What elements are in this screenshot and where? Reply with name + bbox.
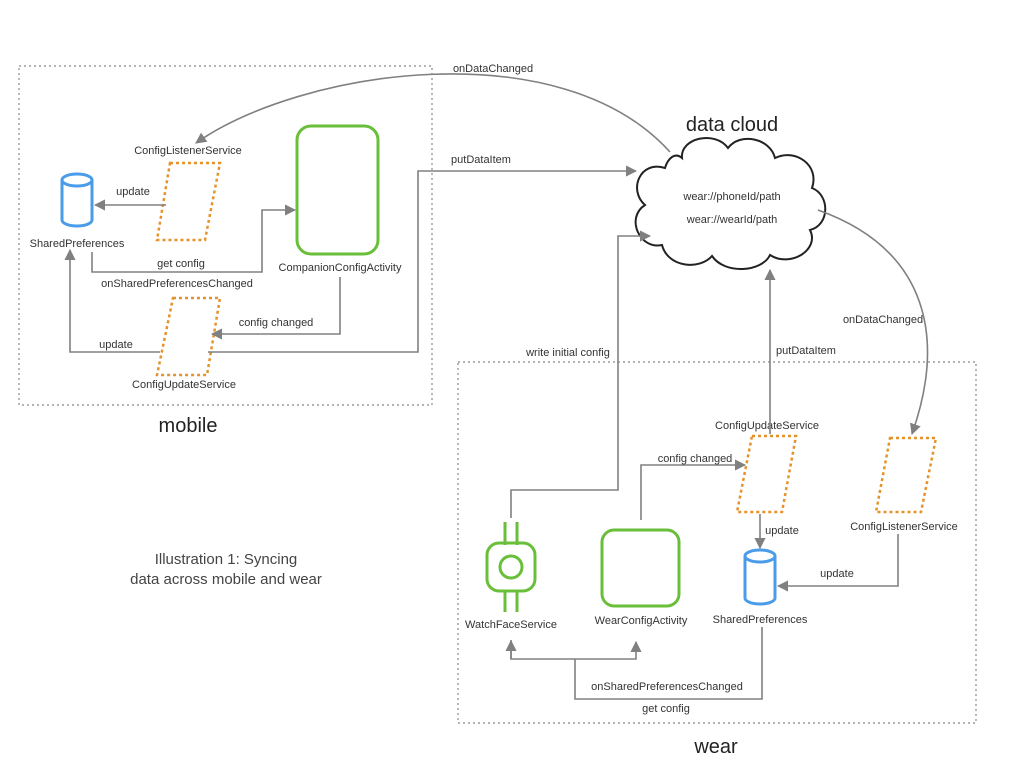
- mobile-frame: [18, 65, 433, 406]
- wear-config-activity-label: WearConfigActivity: [595, 615, 688, 627]
- mobile-config-changed-label: config changed: [239, 317, 314, 329]
- cloud-path-wear: wear://wearId/path: [686, 214, 778, 226]
- wear-update-label: update: [765, 525, 799, 537]
- on-data-changed-right-arrow: [817, 209, 929, 436]
- mobile-config-update-service-label: ConfigUpdateService: [132, 379, 236, 391]
- wear-prefs-changed-arrow: [510, 640, 642, 660]
- mobile-config-changed-arrow: [210, 277, 341, 340]
- wear-config-update-service-shape: [735, 434, 798, 514]
- mobile-shared-preferences-icon: [60, 172, 94, 228]
- wear-config-update-service-label: ConfigUpdateService: [715, 420, 819, 432]
- data-cloud-shape: [634, 137, 827, 270]
- mobile-update-label: update: [116, 186, 150, 198]
- wear-config-changed-label: config changed: [658, 453, 733, 465]
- on-data-changed-right-label: onDataChanged: [843, 314, 923, 326]
- wear-put-data-item-label: putDataItem: [776, 345, 836, 357]
- wear-config-listener-service-label: ConfigListenerService: [850, 521, 958, 533]
- caption-line-1: Illustration 1: Syncing: [155, 551, 298, 568]
- cloud-path-phone: wear://phoneId/path: [682, 191, 780, 203]
- write-initial-config-label: write initial config: [525, 347, 610, 359]
- on-data-changed-top-label: onDataChanged: [453, 63, 533, 75]
- wear-update-arrow-2: [776, 534, 899, 592]
- wear-on-shared-prefs-changed-label: onSharedPreferencesChanged: [591, 681, 743, 693]
- mobile-put-data-item-label: putDataItem: [451, 154, 511, 166]
- wear-config-changed-arrow: [640, 459, 747, 520]
- write-initial-config-arrow: [510, 230, 652, 518]
- mobile-config-listener-service-label: ConfigListenerService: [134, 145, 242, 157]
- watch-face-service-label: WatchFaceService: [465, 619, 557, 631]
- mobile-title: mobile: [159, 415, 218, 437]
- mobile-shared-preferences-label: SharedPreferences: [30, 238, 125, 250]
- wear-get-config-label: get config: [642, 703, 690, 715]
- wear-prefs-changed-line: [574, 627, 763, 700]
- companion-config-activity-label: CompanionConfigActivity: [279, 262, 402, 274]
- mobile-update-label-2: update: [99, 339, 133, 351]
- wear-shared-preferences-label: SharedPreferences: [713, 614, 808, 626]
- mobile-config-update-service-shape: [155, 296, 222, 377]
- caption-line-2: data across mobile and wear: [130, 571, 322, 588]
- cloud-title: data cloud: [686, 114, 778, 136]
- mobile-get-config-label: get config: [157, 258, 205, 270]
- mobile-on-shared-prefs-changed-label: onSharedPreferencesChanged: [101, 278, 253, 290]
- mobile-get-config-arrow: [91, 204, 297, 273]
- watch-icon: [485, 522, 537, 612]
- wear-config-activity-shape: [600, 528, 681, 608]
- wear-title: wear: [693, 736, 738, 758]
- on-data-changed-top-arrow: [195, 73, 671, 153]
- mobile-config-listener-service-shape: [155, 161, 222, 242]
- wear-update-label-2: update: [820, 568, 854, 580]
- wear-config-listener-service-shape: [874, 436, 938, 514]
- mobile-put-data-item-arrow: [208, 165, 638, 353]
- mobile-update-prefs-arrow: [64, 248, 160, 353]
- wear-shared-preferences-icon: [743, 548, 777, 606]
- companion-config-activity-shape: [295, 124, 380, 256]
